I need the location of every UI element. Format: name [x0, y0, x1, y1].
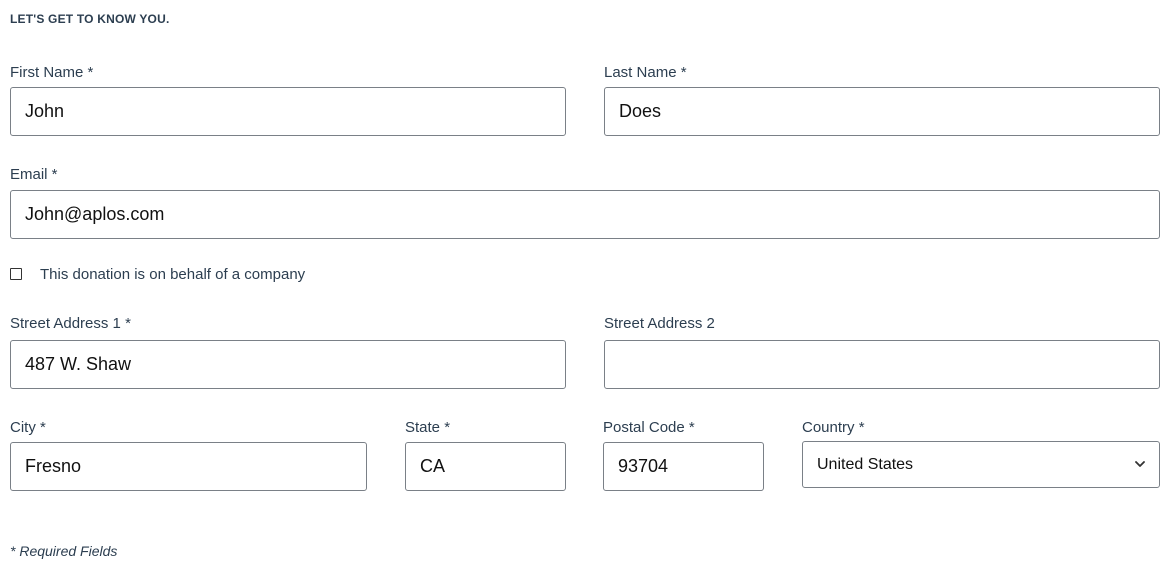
- last-name-label: Last Name *: [604, 64, 687, 81]
- city-label: City *: [10, 419, 46, 436]
- city-input[interactable]: Fresno: [10, 442, 367, 491]
- company-checkbox-label[interactable]: This donation is on behalf of a company: [40, 266, 306, 283]
- state-label: State *: [405, 419, 451, 436]
- first-name-label: First Name *: [10, 64, 94, 81]
- country-select[interactable]: United States: [802, 441, 1160, 488]
- section-title: LET'S GET TO KNOW YOU.: [10, 12, 170, 26]
- postal-code-input[interactable]: 93704: [603, 442, 764, 491]
- email-input[interactable]: John@aplos.com: [10, 190, 1160, 239]
- required-fields-note: * Required Fields: [10, 543, 118, 559]
- first-name-input[interactable]: John: [10, 87, 566, 136]
- postal-code-label: Postal Code *: [603, 419, 695, 436]
- country-label: Country *: [802, 419, 865, 436]
- street-address-2-label: Street Address 2: [604, 315, 715, 332]
- street-address-1-input[interactable]: 487 W. Shaw: [10, 340, 566, 389]
- street-address-2-input[interactable]: [604, 340, 1160, 389]
- last-name-input[interactable]: Does: [604, 87, 1160, 136]
- email-label: Email *: [10, 166, 58, 183]
- company-checkbox[interactable]: [10, 268, 22, 280]
- country-select-value: United States: [817, 455, 914, 473]
- state-input[interactable]: CA: [405, 442, 566, 491]
- street-address-1-label: Street Address 1 *: [10, 315, 131, 332]
- chevron-down-icon: [1135, 461, 1145, 467]
